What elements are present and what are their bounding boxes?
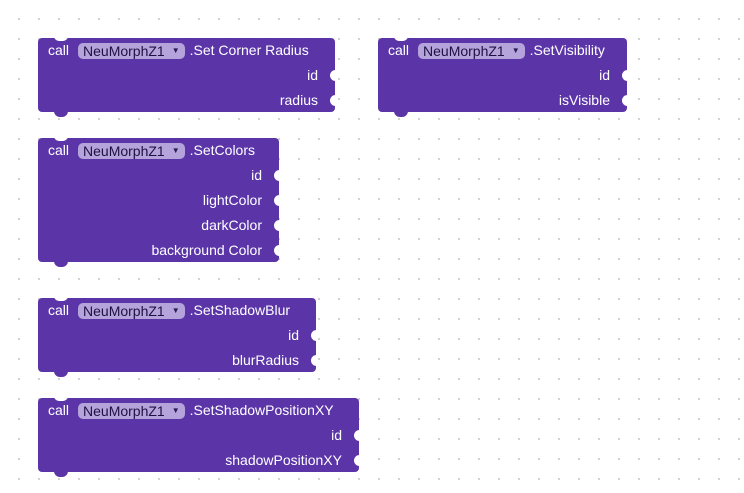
input-socket-icon[interactable] bbox=[622, 95, 628, 106]
input-socket-icon[interactable] bbox=[330, 70, 336, 81]
call-label: call bbox=[48, 402, 70, 418]
call-label: call bbox=[48, 142, 70, 158]
call-block-set-shadow-position-xy[interactable]: call NeuMorphZ1 ▼ .SetShadowPositionXY i… bbox=[38, 396, 360, 477]
triangle-down-icon: ▼ bbox=[171, 305, 180, 315]
component-name: NeuMorphZ1 bbox=[83, 42, 165, 59]
arg-row-id: id bbox=[38, 63, 336, 88]
arg-label: id bbox=[251, 167, 262, 183]
input-socket-icon[interactable] bbox=[274, 220, 280, 231]
block-header: call NeuMorphZ1 ▼ .SetColors bbox=[38, 138, 279, 163]
arg-row-background-color: background Color bbox=[38, 238, 280, 263]
component-name: NeuMorphZ1 bbox=[83, 142, 165, 159]
method-name: .SetColors bbox=[189, 142, 255, 158]
triangle-down-icon: ▼ bbox=[171, 145, 180, 155]
input-socket-icon[interactable] bbox=[622, 70, 628, 81]
arg-row-radius: radius bbox=[38, 88, 336, 113]
arg-row-blur-radius: blurRadius bbox=[38, 348, 317, 373]
component-dropdown[interactable]: NeuMorphZ1 ▼ bbox=[78, 142, 185, 159]
arg-label: radius bbox=[279, 92, 318, 108]
method-name: .SetShadowPositionXY bbox=[189, 402, 334, 418]
arg-row-id: id bbox=[378, 63, 628, 88]
call-block-set-colors[interactable]: call NeuMorphZ1 ▼ .SetColors id lightCol… bbox=[38, 136, 280, 267]
component-dropdown[interactable]: NeuMorphZ1 ▼ bbox=[418, 42, 525, 59]
component-dropdown[interactable]: NeuMorphZ1 ▼ bbox=[78, 42, 185, 59]
call-label: call bbox=[388, 42, 410, 58]
component-name: NeuMorphZ1 bbox=[83, 402, 165, 419]
block-header: call NeuMorphZ1 ▼ .Set Corner Radius bbox=[38, 38, 335, 63]
arg-label: darkColor bbox=[201, 217, 262, 233]
arg-label: blurRadius bbox=[232, 352, 299, 368]
component-dropdown[interactable]: NeuMorphZ1 ▼ bbox=[78, 402, 185, 419]
component-dropdown[interactable]: NeuMorphZ1 ▼ bbox=[78, 302, 185, 319]
call-label: call bbox=[48, 302, 70, 318]
arg-row-id: id bbox=[38, 423, 360, 448]
triangle-down-icon: ▼ bbox=[511, 45, 520, 55]
input-socket-icon[interactable] bbox=[274, 245, 280, 256]
arg-row-light-color: lightColor bbox=[38, 188, 280, 213]
block-header: call NeuMorphZ1 ▼ .SetShadowPositionXY bbox=[38, 398, 359, 423]
component-name: NeuMorphZ1 bbox=[423, 42, 505, 59]
arg-row-shadow-position-xy: shadowPositionXY bbox=[38, 448, 360, 473]
arg-row-id: id bbox=[38, 323, 317, 348]
arg-row-id: id bbox=[38, 163, 280, 188]
arg-label: id bbox=[307, 67, 318, 83]
arg-row-dark-color: darkColor bbox=[38, 213, 280, 238]
arg-label: lightColor bbox=[202, 192, 262, 208]
arg-label: id bbox=[288, 327, 299, 343]
component-name: NeuMorphZ1 bbox=[83, 302, 165, 319]
triangle-down-icon: ▼ bbox=[171, 405, 180, 415]
arg-row-is-visible: isVisible bbox=[378, 88, 628, 113]
input-socket-icon[interactable] bbox=[354, 455, 360, 466]
input-socket-icon[interactable] bbox=[274, 170, 280, 181]
block-header: call NeuMorphZ1 ▼ .SetShadowBlur bbox=[38, 298, 316, 323]
input-socket-icon[interactable] bbox=[311, 355, 317, 366]
arg-label: background Color bbox=[151, 242, 262, 258]
method-name: .SetShadowBlur bbox=[189, 302, 291, 318]
arg-label: isVisible bbox=[558, 92, 610, 108]
input-socket-icon[interactable] bbox=[274, 195, 280, 206]
triangle-down-icon: ▼ bbox=[171, 45, 180, 55]
call-label: call bbox=[48, 42, 70, 58]
arg-label: id bbox=[331, 427, 342, 443]
block-header: call NeuMorphZ1 ▼ .SetVisibility bbox=[378, 38, 627, 63]
input-socket-icon[interactable] bbox=[311, 330, 317, 341]
input-socket-icon[interactable] bbox=[330, 95, 336, 106]
call-block-set-corner-radius[interactable]: call NeuMorphZ1 ▼ .Set Corner Radius id … bbox=[38, 36, 336, 117]
input-socket-icon[interactable] bbox=[354, 430, 360, 441]
call-block-set-visibility[interactable]: call NeuMorphZ1 ▼ .SetVisibility id isVi… bbox=[378, 36, 628, 117]
arg-label: id bbox=[599, 67, 610, 83]
method-name: .Set Corner Radius bbox=[189, 42, 309, 58]
call-block-set-shadow-blur[interactable]: call NeuMorphZ1 ▼ .SetShadowBlur id blur… bbox=[38, 296, 317, 377]
arg-label: shadowPositionXY bbox=[225, 452, 342, 468]
method-name: .SetVisibility bbox=[529, 42, 605, 58]
